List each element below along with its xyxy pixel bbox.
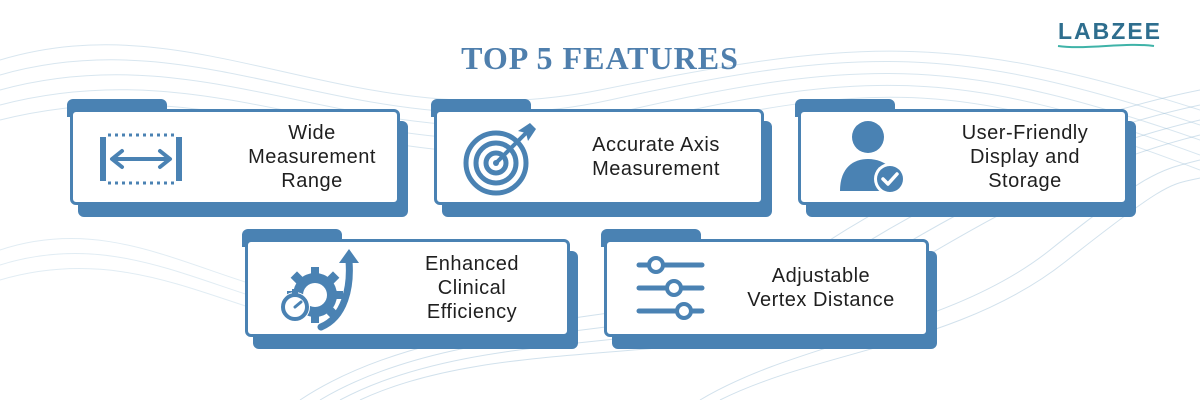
feature-label: Wide Measurement Range [248, 122, 376, 192]
logo-swoosh-icon [1057, 43, 1155, 49]
feature-card-axis: Accurate Axis Measurement [426, 99, 776, 219]
feature-card-wide-range: Wide Measurement Range [62, 99, 412, 219]
feature-card-efficiency: Enhanced Clinical Efficiency [237, 229, 582, 351]
width-arrows-icon [100, 133, 182, 185]
feature-label: Adjustable Vertex Distance [747, 265, 895, 311]
feature-label: Accurate Axis Measurement [592, 134, 720, 180]
page-title: TOP 5 FEATURES [461, 40, 739, 76]
brand-logo: LABZEE [1057, 18, 1162, 49]
target-icon [463, 123, 536, 196]
sliders-icon [636, 256, 705, 320]
feature-label: Enhanced Clinical Efficiency [424, 253, 520, 323]
gear-growth-icon [280, 249, 359, 331]
feature-label: User-Friendly Display and Storage [961, 122, 1089, 192]
feature-card-vertex: Adjustable Vertex Distance [596, 229, 941, 351]
feature-card-display-storage: User-Friendly Display and Storage [790, 99, 1140, 219]
user-check-icon [840, 121, 906, 195]
